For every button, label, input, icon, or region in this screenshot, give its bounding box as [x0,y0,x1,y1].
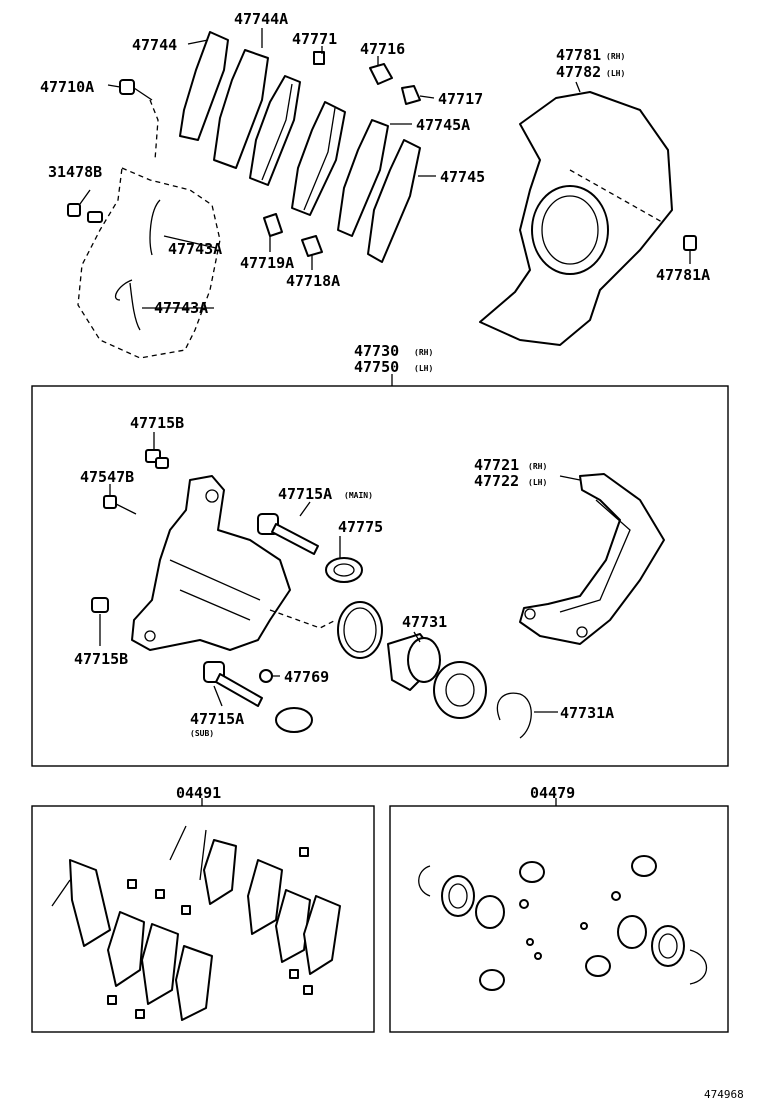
callout-47710A: 47710A [40,78,94,96]
callout-47716: 47716 [360,40,405,58]
caliper-housing [131,475,291,651]
callout-47743A-2: 47743A [154,299,208,317]
callout-47715A-main-note: (MAIN) [344,491,373,500]
callout-47744: 47744 [132,36,177,54]
callout-31478B: 31478B [48,163,102,181]
callout-47781A: 47781A [656,266,710,284]
boot-sub [275,707,313,733]
kit-04491-frame [31,805,375,1033]
callout-47731A: 47731A [560,704,614,722]
snap-ring-47731A [496,692,532,739]
callout-47781: 47781 [556,46,601,64]
shim-47744 [179,31,229,141]
callout-47730: 47730 [354,342,399,360]
callout-47744A: 47744A [234,10,288,28]
callout-47722-side: (LH) [528,478,547,487]
callout-04491: 04491 [176,784,221,802]
callout-47782-side: (LH) [606,69,625,78]
brake-pad-1-lining [261,83,293,181]
callout-47745: 47745 [440,168,485,186]
clip-47717 [401,85,421,105]
leader-kits [201,798,557,806]
bleeder-47715B-bot [91,597,109,613]
callout-47718A: 47718A [286,272,340,290]
callout-47731: 47731 [402,613,447,631]
bleeder-47715B-top [145,449,169,469]
callout-47721-side: (RH) [528,462,547,471]
callout-47715A-sub: 47715A [190,710,244,728]
leader-top [79,28,691,309]
shim-47745A [337,119,389,237]
wire-clip-2 [115,279,133,301]
callout-04479: 04479 [530,784,575,802]
dust-boot [433,661,487,719]
mounting-bracket [519,473,665,645]
callout-47782: 47782 [556,63,601,81]
shim-47744A [213,49,269,169]
brake-pad-2 [291,101,346,216]
o-ring-47769 [259,669,273,683]
callout-47715B-bot: 47715B [74,650,128,668]
callout-47715A-main: 47715A [278,485,332,503]
callout-47730-side: (RH) [414,348,433,357]
kit-04491-contents [51,825,341,1021]
slide-pin-main [257,513,319,555]
slide-pin-sub [203,661,263,707]
kit-04479-contents [418,855,707,991]
callout-47781-side: (RH) [606,52,625,61]
clip-47716 [369,63,393,85]
seal-47731 [337,601,383,659]
dash-leader-47710A [149,99,159,161]
callout-47715B-top: 47715B [130,414,184,432]
backing-plate-outline [77,167,221,359]
callout-47721: 47721 [474,456,519,474]
dust-cover-47781 [479,91,673,346]
callout-47771: 47771 [292,30,337,48]
clip-47719A [263,213,283,237]
piston-axis [269,609,337,629]
callout-47745A: 47745A [416,116,470,134]
piston [387,633,441,691]
clip-47718A [301,235,323,257]
callout-47775: 47775 [338,518,383,536]
bolt-47547B [103,495,137,515]
callout-47750-side: (LH) [414,364,433,373]
brake-pad-1 [249,75,301,186]
brake-pad-2-lining [303,107,336,211]
caliper-assembly-frame [31,385,729,767]
callout-47719A: 47719A [240,254,294,272]
boot-47775 [325,557,363,583]
callout-47715A-sub-note: (SUB) [190,729,214,738]
wire-clip-2b [129,282,141,331]
bolt-47781A [683,235,697,251]
bolt-47710A [119,79,153,101]
leader-caliper [99,432,581,713]
wire-clip-1 [149,199,161,256]
callout-47722: 47722 [474,472,519,490]
kit-04479-frame [389,805,729,1033]
clip-47771 [313,51,325,65]
callout-47769: 47769 [284,668,329,686]
callout-47717: 47717 [438,90,483,108]
callout-47750: 47750 [354,358,399,376]
bleeder-31478B [67,203,103,223]
callout-47743A-1: 47743A [168,240,222,258]
shim-47745 [367,139,421,263]
callout-47547B: 47547B [80,468,134,486]
diagram-code: 474968 [704,1088,744,1101]
